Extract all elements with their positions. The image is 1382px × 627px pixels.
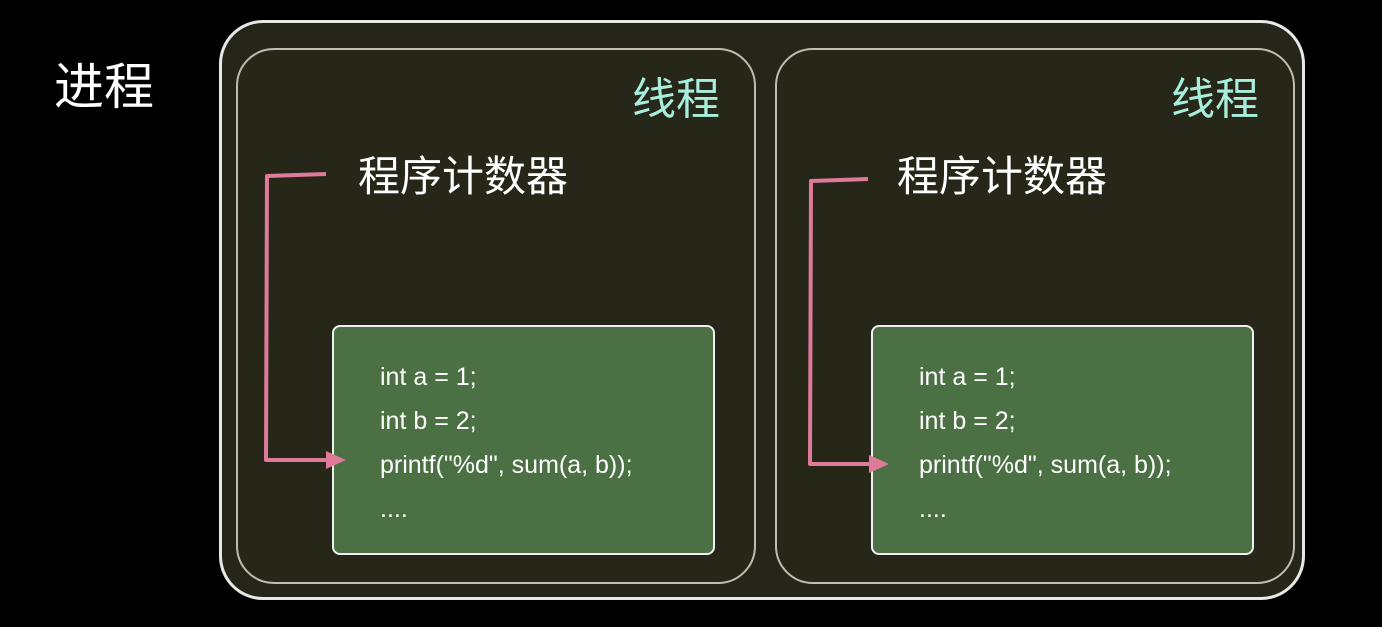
thread-container-1: 线程 程序计数器 int a = 1; int b = 2; printf("%… — [236, 48, 756, 584]
program-counter-label: 程序计数器 — [358, 152, 569, 201]
pointer-arrow-2 — [808, 177, 889, 473]
code-line: int b = 2; — [919, 407, 1016, 435]
thread-title: 线程 — [632, 74, 720, 125]
pointer-arrow-1 — [264, 172, 346, 469]
code-line: printf("%d", sum(a, b)); — [380, 451, 633, 479]
thread-container-2: 线程 程序计数器 int a = 1; int b = 2; printf("%… — [775, 48, 1295, 584]
code-line: int a = 1; — [380, 363, 477, 391]
code-line: int a = 1; — [919, 363, 1016, 391]
code-block: int a = 1; int b = 2; printf("%d", sum(a… — [332, 325, 715, 555]
code-line: .... — [380, 495, 408, 523]
process-label: 进程 — [54, 58, 154, 116]
code-line: int b = 2; — [380, 407, 477, 435]
program-counter-label: 程序计数器 — [897, 152, 1108, 201]
code-block: int a = 1; int b = 2; printf("%d", sum(a… — [871, 325, 1254, 555]
code-line: printf("%d", sum(a, b)); — [919, 451, 1172, 479]
code-line: .... — [919, 495, 947, 523]
thread-title: 线程 — [1171, 74, 1259, 125]
